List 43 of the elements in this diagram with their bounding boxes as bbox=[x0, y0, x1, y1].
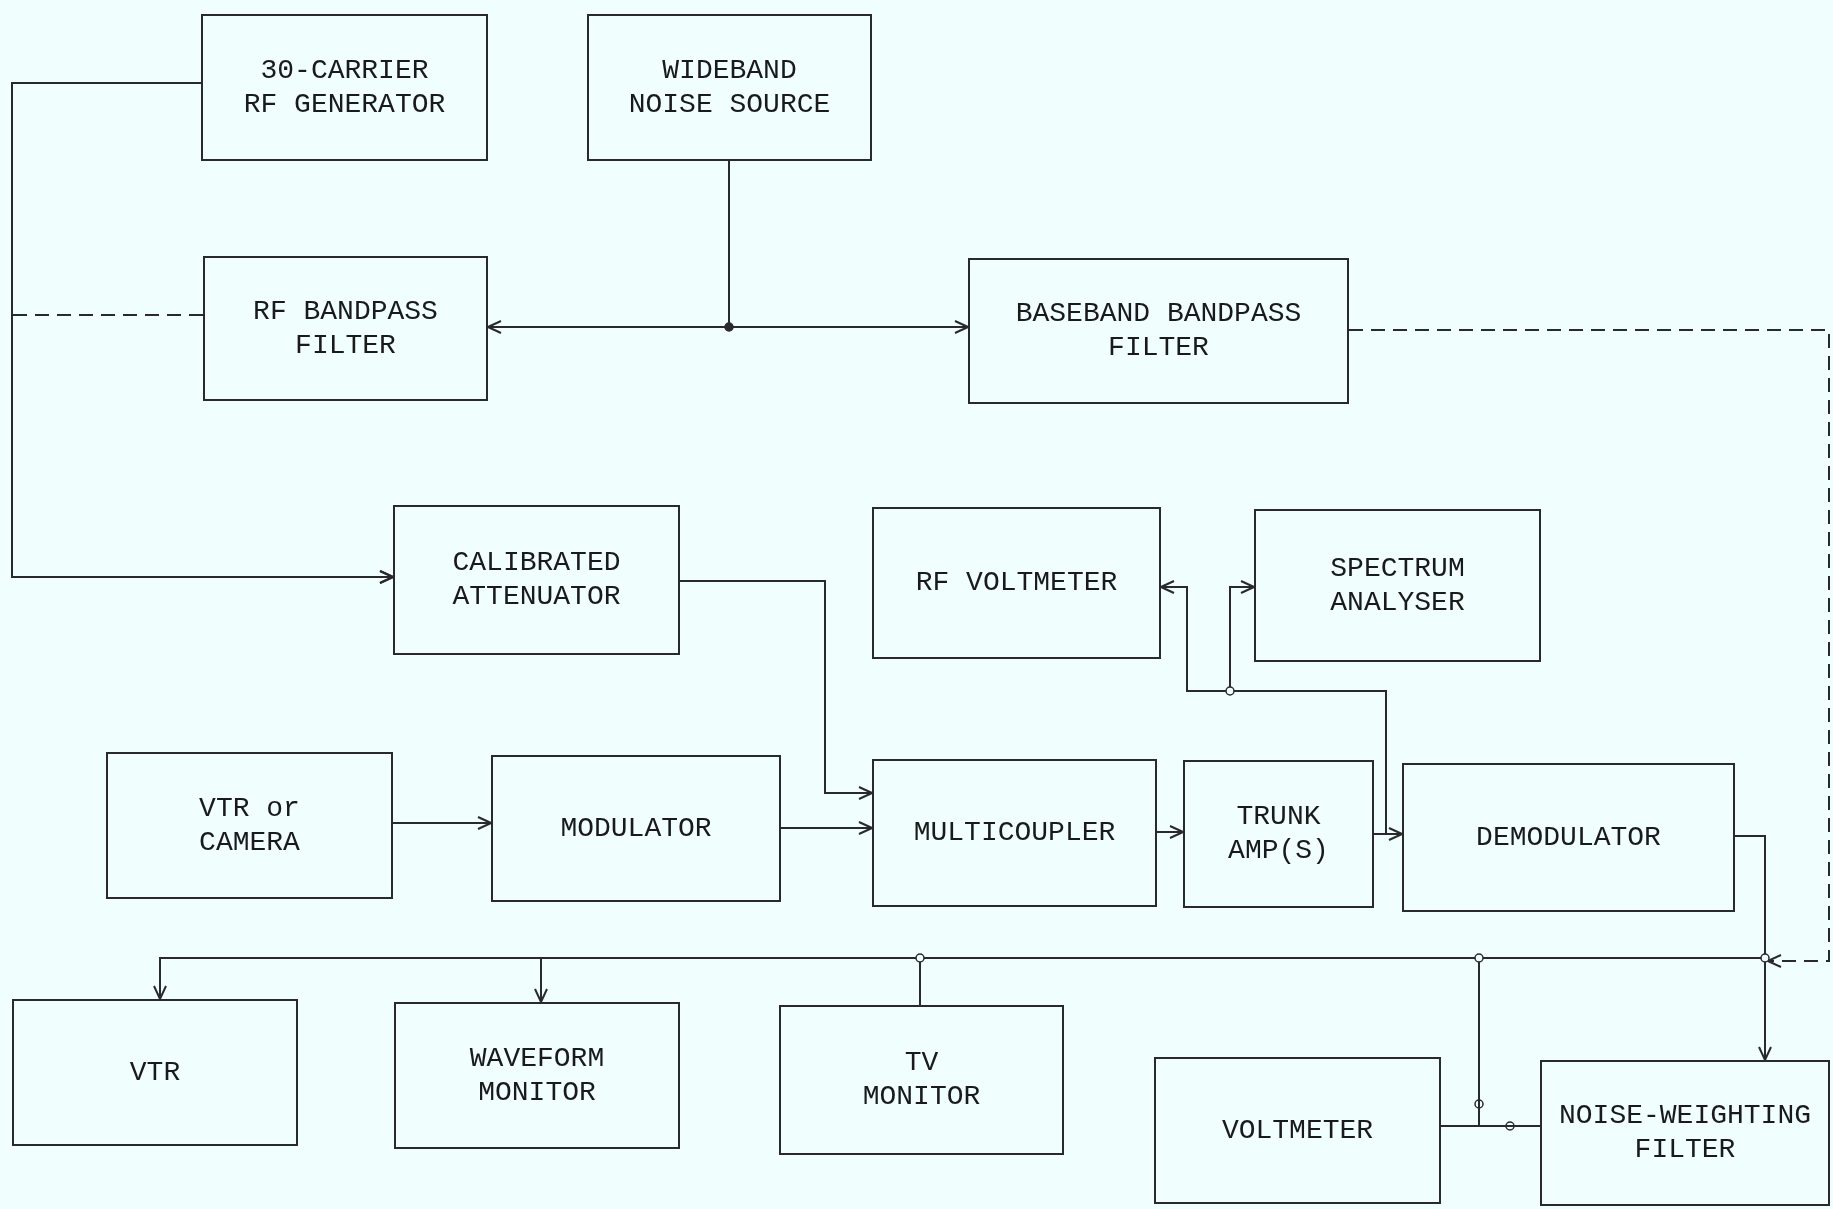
block-label: DEMODULATOR bbox=[1476, 820, 1661, 855]
connector bbox=[1156, 825, 1184, 839]
connector bbox=[728, 160, 969, 334]
block-box bbox=[1183, 760, 1374, 908]
block-label: VTR or CAMERA bbox=[198, 791, 301, 860]
connector bbox=[1229, 580, 1387, 835]
connector bbox=[392, 816, 492, 830]
block-label: MULTICOUPLER bbox=[913, 816, 1116, 850]
connector bbox=[1440, 1125, 1541, 1127]
block-box bbox=[106, 752, 393, 899]
block-box bbox=[872, 507, 1161, 659]
block-box bbox=[872, 759, 1157, 907]
block-label: NOISE-WEIGHTING FILTER bbox=[1559, 1099, 1811, 1167]
block-label: RF BANDPASS FILTER bbox=[252, 294, 439, 363]
block-box bbox=[203, 256, 488, 401]
connector bbox=[679, 580, 873, 800]
block-box bbox=[393, 505, 680, 655]
block-box bbox=[968, 258, 1349, 404]
block-label: TRUNK AMP(S) bbox=[1228, 800, 1329, 868]
block-box bbox=[779, 1005, 1064, 1155]
block-label: BASEBAND BANDPASS FILTER bbox=[1014, 297, 1303, 365]
block-box bbox=[394, 1002, 680, 1149]
connector bbox=[11, 82, 394, 584]
block-label: VTR bbox=[129, 1055, 181, 1090]
block-box bbox=[12, 999, 298, 1146]
block-box bbox=[1154, 1057, 1441, 1204]
block-label: MODULATOR bbox=[560, 811, 712, 846]
block-box bbox=[1402, 763, 1735, 912]
block-label: TV MONITOR bbox=[861, 1046, 982, 1114]
block-box bbox=[201, 14, 488, 161]
block-label: VOLTMETER bbox=[1221, 1113, 1374, 1148]
block-box bbox=[1540, 1060, 1830, 1206]
block-label: RF VOLTMETER bbox=[915, 566, 1118, 600]
block-box bbox=[1254, 509, 1541, 662]
dashed-connector bbox=[1348, 329, 1830, 968]
block-box bbox=[587, 14, 872, 161]
block-label: WAVEFORM MONITOR bbox=[468, 1041, 606, 1110]
block-label: CALIBRATED ATTENUATOR bbox=[451, 546, 622, 614]
block-label: WIDEBAND NOISE SOURCE bbox=[628, 53, 831, 122]
block-box bbox=[491, 755, 781, 902]
block-label: SPECTRUM ANALYSER bbox=[1329, 551, 1466, 620]
connector bbox=[780, 821, 873, 835]
block-label: 30-CARRIER RF GENERATOR bbox=[243, 53, 446, 122]
